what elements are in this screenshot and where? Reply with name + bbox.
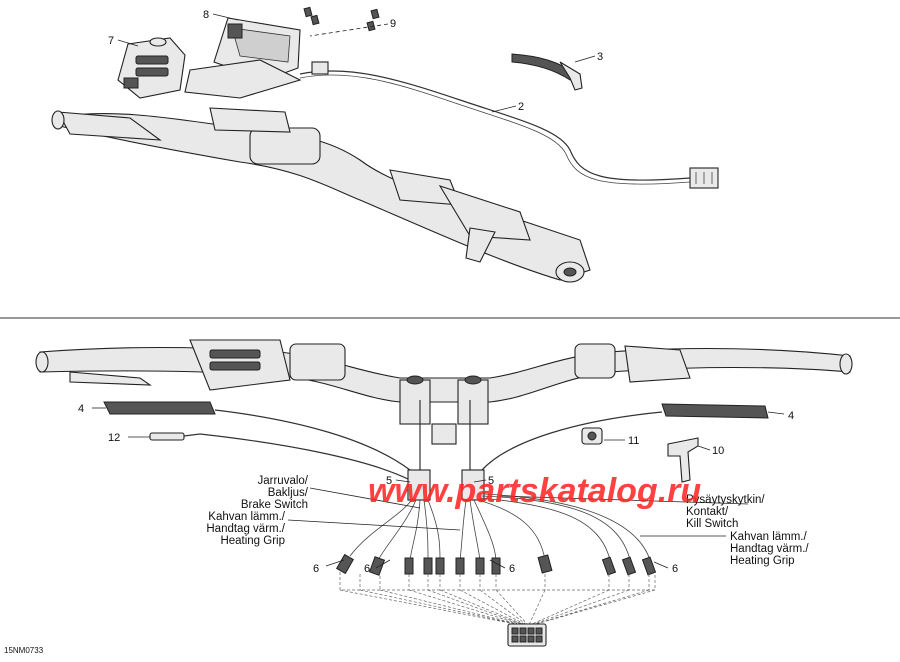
heating-element-left — [103, 401, 216, 415]
svg-text:Kahvan lämm./: Kahvan lämm./ — [208, 511, 286, 523]
drawing-code: 15NM0733 — [4, 646, 44, 655]
svg-text:Kill Switch: Kill Switch — [686, 518, 738, 530]
callout-4-right: 4 — [788, 410, 794, 422]
label-brake-switch: Jarruvalo/ Bakljus/ Brake Switch — [241, 475, 309, 511]
callout-8: 8 — [203, 9, 209, 21]
bottom-wiring-view: 4 4 12 11 10 5 5 6 6 6 6 Jarruvalo/ Bakl… — [35, 339, 853, 647]
sensor-part-12 — [149, 432, 201, 441]
svg-text:Heating Grip: Heating Grip — [730, 555, 795, 567]
callout-2: 2 — [518, 101, 524, 113]
svg-text:Brake Switch: Brake Switch — [241, 499, 308, 511]
label-heating-grip-left: Kahvan lämm./ Handtag värm./ Heating Gri… — [206, 511, 285, 547]
part-11 — [581, 427, 603, 445]
svg-text:Pysäytyskytkin/: Pysäytyskytkin/ — [686, 494, 765, 506]
watermark: www.partskatalog.ru — [368, 472, 701, 510]
svg-text:Heating Grip: Heating Grip — [220, 535, 285, 547]
switch-block-part-7 — [117, 37, 186, 99]
label-heating-grip-right: Kahvan lämm./ Handtag värm./ Heating Gri… — [730, 531, 809, 567]
callout-6-b: 6 — [364, 563, 370, 575]
callout-6-d: 6 — [672, 563, 678, 575]
callout-6-a: 6 — [313, 563, 319, 575]
callout-12: 12 — [108, 432, 120, 444]
callout-3: 3 — [597, 51, 603, 63]
harness-part-2 — [299, 61, 719, 189]
svg-text:Kahvan lämm./: Kahvan lämm./ — [730, 531, 808, 543]
svg-text:Jarruvalo/: Jarruvalo/ — [258, 475, 309, 487]
handlebar-bottom — [35, 339, 853, 445]
top-exploded-view: 8 9 7 3 2 — [51, 6, 719, 283]
wiring-harness — [199, 399, 663, 647]
heating-element-right — [661, 403, 769, 419]
svg-text:Bakljus/: Bakljus/ — [268, 487, 309, 499]
callout-5-left: 5 — [386, 475, 392, 487]
grip-sleeve-part-3 — [511, 53, 583, 91]
bottom-leaders — [92, 407, 785, 569]
callout-9: 9 — [390, 18, 396, 30]
callout-10: 10 — [712, 445, 724, 457]
callout-5-right: 5 — [488, 475, 494, 487]
callout-6-c: 6 — [509, 563, 515, 575]
callout-7: 7 — [108, 35, 114, 47]
svg-text:Handtag värm./: Handtag värm./ — [730, 543, 809, 555]
lower-cover — [184, 59, 302, 99]
handlebar-top — [51, 107, 591, 283]
screws-part-9 — [303, 6, 380, 32]
label-kill-switch: Pysäytyskytkin/ Kontakt/ Kill Switch — [686, 494, 765, 530]
top-leaders — [117, 13, 596, 113]
bracket-part-10 — [667, 437, 699, 483]
callout-4-left: 4 — [78, 403, 84, 415]
svg-text:Handtag värm./: Handtag värm./ — [206, 523, 285, 535]
callout-11: 11 — [628, 435, 639, 447]
svg-text:Kontakt/: Kontakt/ — [686, 506, 729, 518]
